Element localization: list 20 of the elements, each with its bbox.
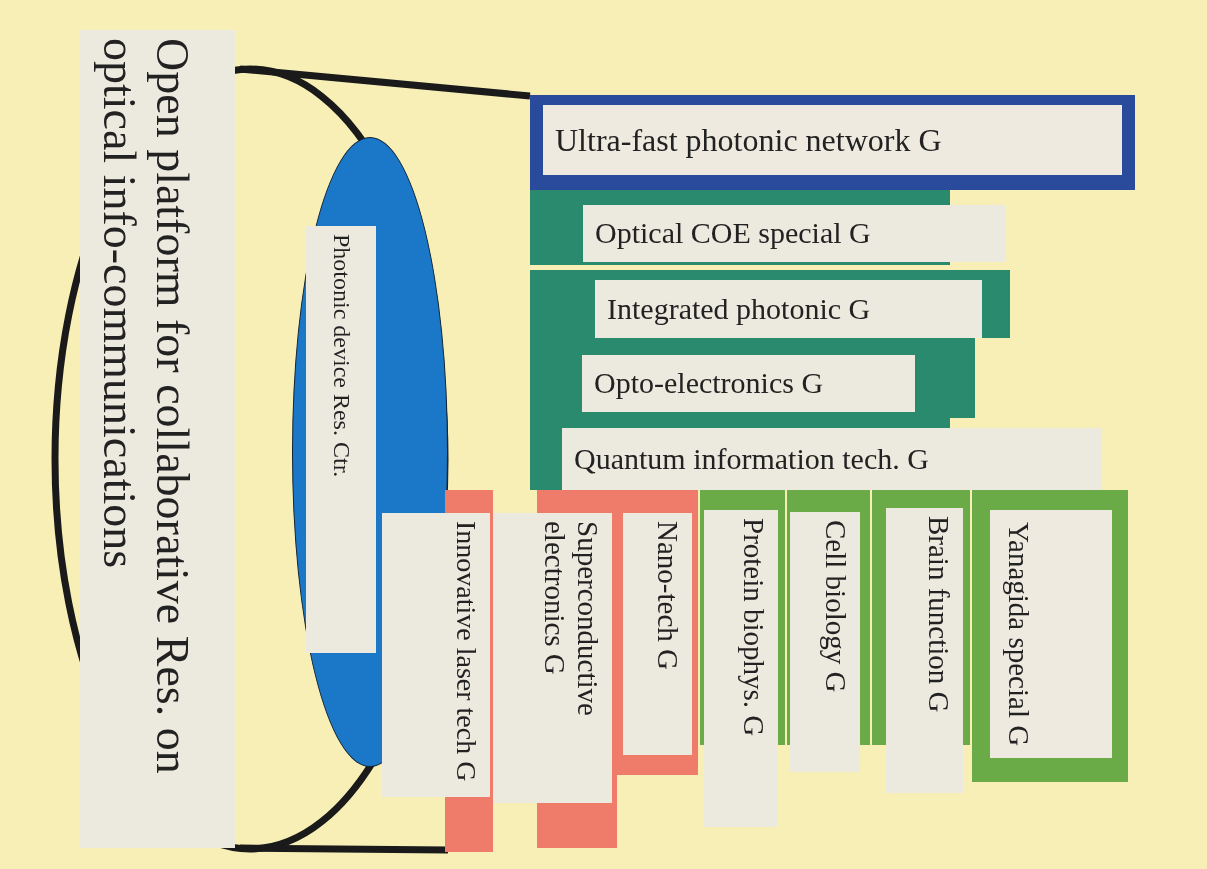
group-label: Innovative laser tech G bbox=[450, 521, 482, 782]
group-frame bbox=[972, 490, 1128, 782]
group-label: Optical COE special G bbox=[595, 216, 871, 251]
group-label: Integrated photonic G bbox=[607, 291, 871, 327]
group-label: Yanagida special G bbox=[1002, 521, 1036, 747]
group-bar bbox=[617, 490, 698, 775]
group-label: Quantum information tech. G bbox=[574, 441, 929, 477]
group-label: Ultra-fast photonic network G bbox=[555, 121, 942, 159]
group-label: Cell biology G bbox=[819, 520, 852, 693]
group-bar bbox=[530, 338, 975, 418]
group-label: Photonic device Res. Ctr. bbox=[327, 234, 355, 480]
title-plate bbox=[80, 30, 235, 848]
group-label: Open platform for collaborative Res. on optical info-communications bbox=[92, 38, 198, 776]
group-frame bbox=[530, 95, 1135, 190]
group-label: Nano-tech G bbox=[651, 521, 684, 670]
group-label: Opto-electronics G bbox=[594, 366, 824, 401]
group-label: Protein biophys. G bbox=[737, 518, 770, 737]
group-label: Brain function G bbox=[922, 516, 955, 713]
group-label: Superconductive electronics G bbox=[537, 521, 604, 718]
group-bar bbox=[530, 270, 1010, 338]
